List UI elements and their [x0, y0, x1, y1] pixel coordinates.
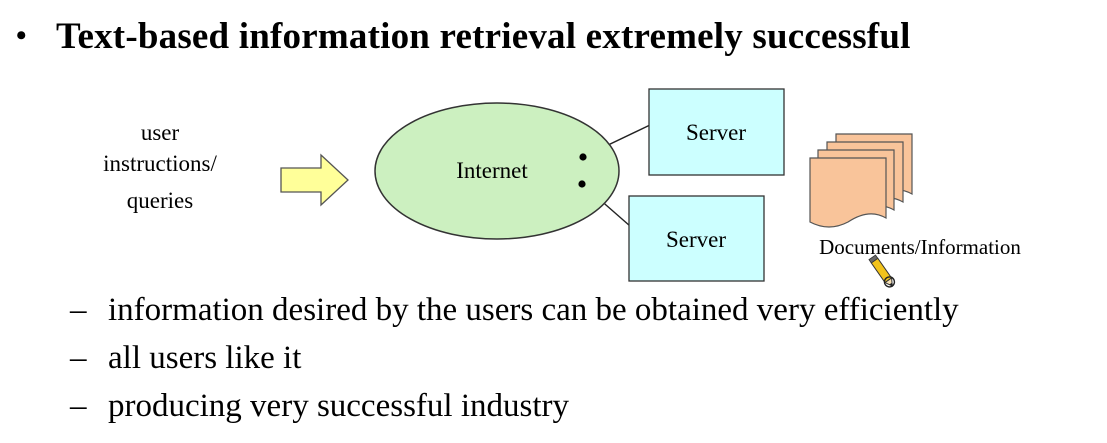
user-label-line-1: user [141, 120, 180, 145]
server-top-label: Server [686, 120, 746, 145]
dash-icon: – [70, 387, 87, 424]
pencil-cursor-icon [868, 254, 896, 288]
slide-heading: Text-based information retrieval extreme… [56, 15, 911, 57]
documents-stack-icon [809, 133, 913, 228]
server-bottom-label: Server [666, 227, 726, 252]
sub-bullet-text: producing very successful industry [108, 387, 569, 424]
server-box-top [648, 88, 785, 176]
user-label-line-3: queries [127, 188, 193, 213]
dash-icon: – [70, 291, 87, 328]
connection-dot-top [579, 153, 587, 161]
sub-bullet-list: – information desired by the users can b… [70, 286, 959, 430]
heading-row: • Text-based information retrieval extre… [16, 8, 911, 64]
list-item: – information desired by the users can b… [70, 286, 959, 334]
sub-bullet-text: information desired by the users can be … [108, 291, 959, 328]
internet-label: Internet [456, 158, 528, 183]
user-label-line-2: instructions/ [103, 151, 217, 176]
sub-bullet-text: all users like it [108, 339, 302, 376]
dash-icon: – [70, 339, 87, 376]
list-item: – all users like it [70, 334, 959, 382]
list-item: – producing very successful industry [70, 382, 959, 430]
server-box-bottom [628, 195, 765, 282]
documents-label: Documents/Information [819, 235, 1021, 259]
connection-dot-bottom [578, 180, 586, 188]
internet-ellipse [374, 102, 620, 240]
bullet-icon: • [16, 19, 27, 52]
input-arrow-icon [280, 153, 349, 207]
